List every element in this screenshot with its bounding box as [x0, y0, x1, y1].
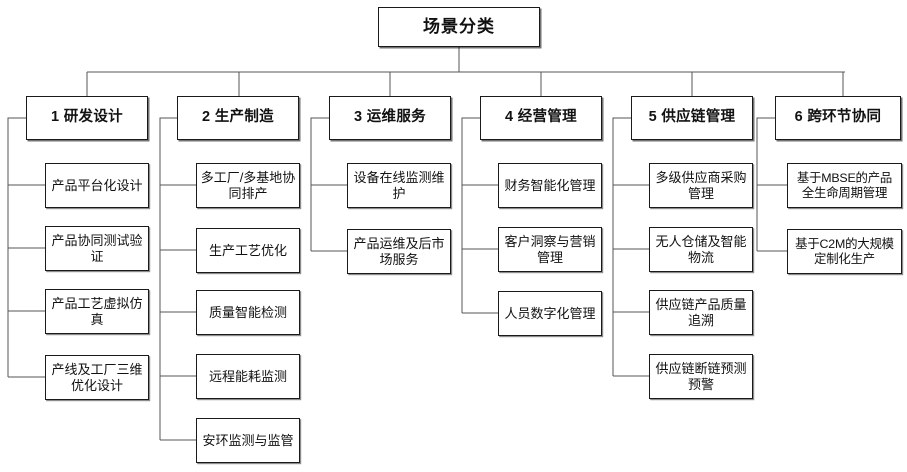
leaf-node[interactable]: 人员数字化管理: [498, 291, 602, 336]
category-header-5-label: 5 供应链管理: [648, 109, 736, 126]
leaf-node[interactable]: 设备在线监测维护: [347, 163, 451, 208]
spine-4: [461, 117, 480, 313]
leaf-label: 远程能耗监测: [208, 368, 287, 384]
spine-2: [159, 117, 177, 440]
category-header-3[interactable]: 3 运维服务: [329, 96, 451, 140]
leaf-node[interactable]: 多级供应商采购管理: [649, 163, 753, 208]
category-header-3-label: 3 运维服务: [354, 109, 426, 126]
leaf-label: 产品运维及后市场服务: [353, 236, 445, 267]
leaf-label: 人员数字化管理: [504, 305, 596, 321]
spine-3: [310, 117, 329, 251]
leaf-node[interactable]: 产品运维及后市场服务: [347, 229, 451, 274]
leaf-node[interactable]: 产品工艺虚拟仿真: [45, 289, 149, 334]
leaf-label: 生产工艺优化: [208, 242, 287, 258]
category-header-2[interactable]: 2 生产制造: [177, 96, 299, 140]
category-header-6[interactable]: 6 跨环节协同: [775, 96, 901, 140]
leaf-label: 财务智能化管理: [504, 177, 596, 193]
category-header-5[interactable]: 5 供应链管理: [631, 96, 753, 140]
category-header-1-label: 1 研发设计: [51, 109, 123, 126]
category-header-4-label: 4 经营管理: [505, 109, 577, 126]
root-label: 场景分类: [423, 16, 495, 36]
leaf-node[interactable]: 基于MBSE的产品全生命周期管理: [787, 163, 902, 208]
spine-6: [756, 117, 775, 251]
leaf-label: 无人仓储及智能物流: [655, 234, 747, 265]
leaf-node[interactable]: 供应链断链预测预警: [649, 354, 753, 399]
leaf-node[interactable]: 产品协同测试验证: [45, 226, 149, 271]
leaf-label: 产线及工厂三维优化设计: [51, 362, 143, 393]
leaf-label: 安环监测与监管: [202, 432, 294, 448]
leaf-node[interactable]: 客户洞察与营销管理: [498, 227, 602, 272]
leaf-label: 供应链断链预测预警: [655, 361, 747, 392]
leaf-label: 产品工艺虚拟仿真: [51, 296, 143, 327]
category-header-4[interactable]: 4 经营管理: [480, 96, 602, 140]
category-header-6-label: 6 跨环节协同: [794, 109, 882, 126]
leaf-node[interactable]: 生产工艺优化: [196, 228, 300, 273]
leaf-label: 产品平台化设计: [51, 177, 143, 193]
leaf-node[interactable]: 基于C2M的大规模定制化生产: [787, 229, 902, 274]
category-header-1[interactable]: 1 研发设计: [26, 96, 148, 140]
leaf-node[interactable]: 多工厂/多基地协同排产: [196, 163, 300, 208]
leaf-label: 设备在线监测维护: [353, 170, 445, 201]
leaf-label: 产品协同测试验证: [51, 233, 143, 264]
leaf-label: 多工厂/多基地协同排产: [200, 170, 296, 201]
spine-5: [612, 117, 631, 376]
leaf-node[interactable]: 产品平台化设计: [45, 163, 149, 208]
leaf-label: 供应链产品质量追溯: [655, 297, 747, 328]
leaf-label: 多级供应商采购管理: [655, 170, 747, 201]
leaf-label: 基于C2M的大规模定制化生产: [795, 236, 894, 266]
leaf-node[interactable]: 无人仓储及智能物流: [649, 227, 753, 272]
leaf-label: 客户洞察与营销管理: [504, 234, 596, 265]
leaf-node[interactable]: 远程能耗监测: [196, 354, 300, 399]
leaf-node[interactable]: 质量智能检测: [196, 290, 300, 335]
leaf-node[interactable]: 产线及工厂三维优化设计: [45, 355, 149, 400]
leaf-label: 基于MBSE的产品全生命周期管理: [796, 170, 893, 200]
leaf-node[interactable]: 供应链产品质量追溯: [649, 290, 753, 335]
spine-1: [7, 117, 26, 377]
root-node[interactable]: 场景分类: [378, 7, 540, 47]
category-header-2-label: 2 生产制造: [202, 109, 274, 126]
leaf-label: 质量智能检测: [208, 304, 287, 320]
leaf-node[interactable]: 安环监测与监管: [196, 418, 300, 463]
leaf-node[interactable]: 财务智能化管理: [498, 163, 602, 208]
